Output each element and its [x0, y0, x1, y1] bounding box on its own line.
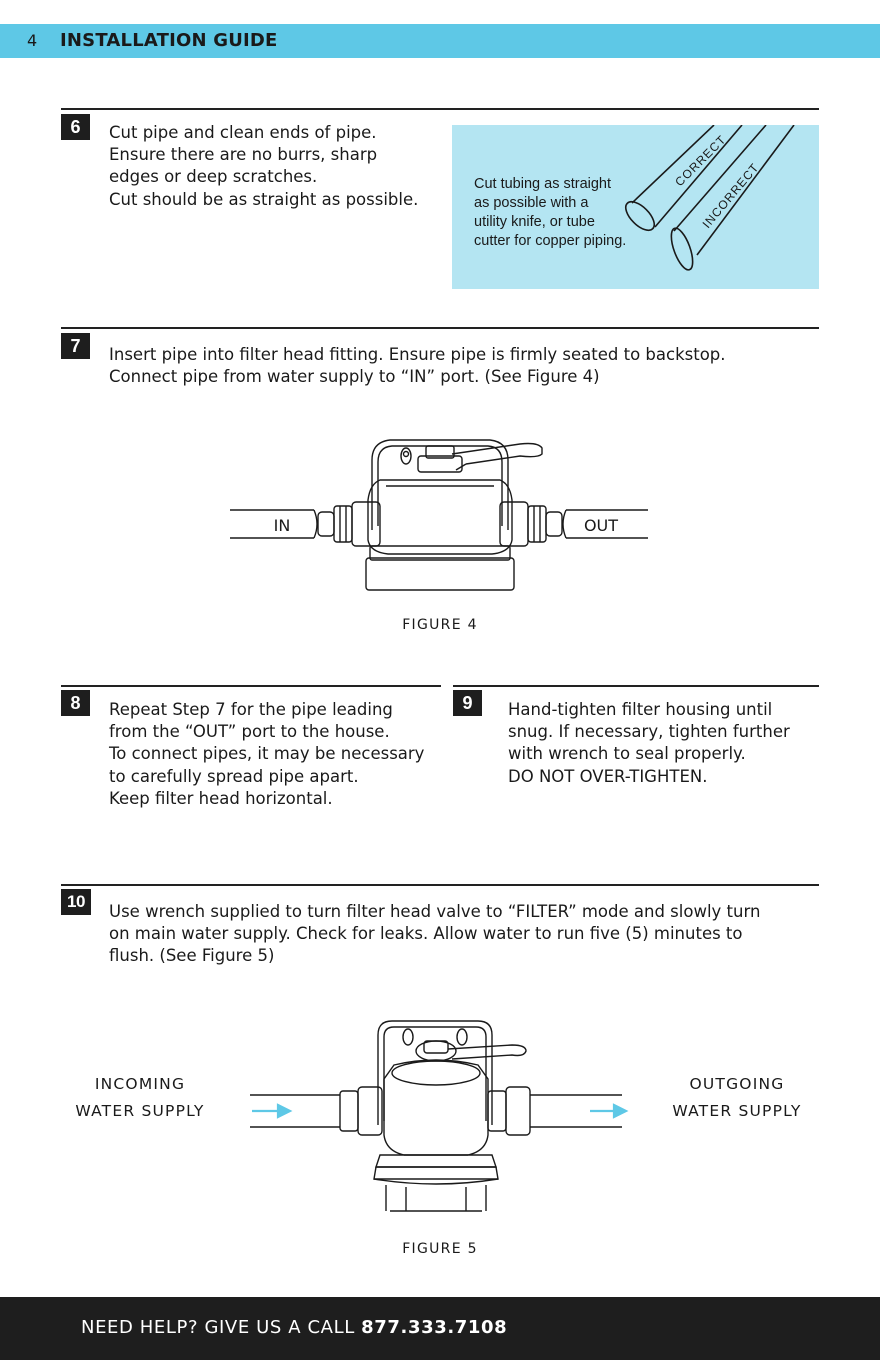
step-7-badge: 7 [61, 333, 90, 359]
step-9-line: Hand-tighten filter housing until [508, 700, 773, 719]
figure-5-caption: FIGURE 5 [402, 1241, 478, 1257]
step-8-badge: 8 [61, 690, 90, 716]
support-phone-number[interactable]: 877.333.7108 [361, 1317, 508, 1338]
step-6-text: Cut pipe and clean ends of pipe. Ensure … [109, 122, 418, 211]
step-10-line: on main water supply. Check for leaks. A… [109, 924, 743, 944]
correct-label: CORRECT [672, 132, 729, 189]
step-8-line: Keep filter head horizontal. [109, 788, 333, 808]
step-6-line: Cut pipe and clean ends of pipe. [109, 123, 377, 142]
step-10-divider [61, 884, 819, 886]
outgoing-water-supply-label: OUTGOING WATER SUPPLY [657, 1071, 817, 1125]
step-6-line: Ensure there are no burrs, sharp [109, 145, 378, 165]
step-10-text: Use wrench supplied to turn filter head … [109, 901, 760, 968]
step-6-badge: 6 [61, 114, 90, 140]
correct-pipe-illustration [624, 125, 743, 232]
out-port-label: OUT [584, 516, 618, 535]
tip-line: Cut tubing as straight [474, 176, 612, 192]
incoming-label-line: WATER SUPPLY [75, 1102, 205, 1120]
step-6-divider [61, 108, 819, 110]
step-6-line: Cut should be as straight as possible. [109, 189, 419, 209]
in-port-label: IN [274, 516, 291, 535]
help-line: NEED HELP? GIVE US A CALL 877.333.7108 [81, 1317, 507, 1338]
tip-line: cutter for copper piping. [474, 233, 627, 249]
incoming-water-supply-label: INCOMING WATER SUPPLY [60, 1071, 220, 1125]
step-8-line: to carefully spread pipe apart. [109, 766, 359, 786]
step-7-line: Connect pipe from water supply to “IN” p… [109, 367, 600, 387]
figure-4-caption: FIGURE 4 [402, 617, 478, 633]
step-8-line: To connect pipes, it may be necessary [109, 744, 425, 764]
step-9-badge: 9 [453, 690, 482, 716]
tip-line: utility knife, or tube [474, 214, 595, 230]
step-9-divider [453, 685, 819, 687]
step-8-line: Repeat Step 7 for the pipe leading [109, 700, 393, 719]
footer-bar: NEED HELP? GIVE US A CALL 877.333.7108 [0, 1297, 880, 1360]
step-7-divider [61, 327, 819, 329]
figure-5-filter-installation [250, 1020, 629, 1212]
step-9-line: snug. If necessary, tighten further [508, 722, 790, 742]
step-9-text: Hand-tighten filter housing until snug. … [508, 699, 790, 788]
page-number: 4 [27, 31, 38, 50]
step-7-text: Insert pipe into filter head fitting. En… [109, 344, 726, 388]
incorrect-pipe-illustration [670, 125, 795, 271]
step-10-line: flush. (See Figure 5) [109, 946, 275, 966]
tip-line: as possible with a [474, 195, 589, 211]
incoming-label-line: INCOMING [94, 1075, 186, 1093]
pipe-cut-illustration: CORRECT INCORRECT [624, 125, 795, 271]
help-text: NEED HELP? GIVE US A CALL [81, 1317, 362, 1338]
step-7-line: Insert pipe into filter head fitting. En… [109, 345, 726, 364]
tip-text: Cut tubing as straight as possible with … [474, 175, 626, 251]
incorrect-label: INCORRECT [700, 160, 762, 231]
step-10-line: Use wrench supplied to turn filter head … [109, 902, 761, 921]
step-8-text: Repeat Step 7 for the pipe leading from … [109, 699, 424, 810]
outgoing-label-line: OUTGOING [689, 1075, 785, 1093]
figure-4-filter-head: IN OUT [230, 439, 648, 591]
step-8-line: from the “OUT” port to the house. [109, 722, 390, 742]
step-10-badge: 10 [61, 889, 91, 915]
step-9-line: DO NOT OVER-TIGHTEN. [508, 766, 708, 786]
outgoing-label-line: WATER SUPPLY [672, 1102, 802, 1120]
pipe-cutting-tip-box: Cut tubing as straight as possible with … [452, 125, 819, 289]
step-8-divider [61, 685, 441, 687]
page-title: INSTALLATION GUIDE [60, 30, 278, 51]
step-6-line: edges or deep scratches. [109, 167, 318, 187]
header-bar: 4 INSTALLATION GUIDE [0, 24, 880, 58]
step-9-line: with wrench to seal properly. [508, 744, 746, 764]
